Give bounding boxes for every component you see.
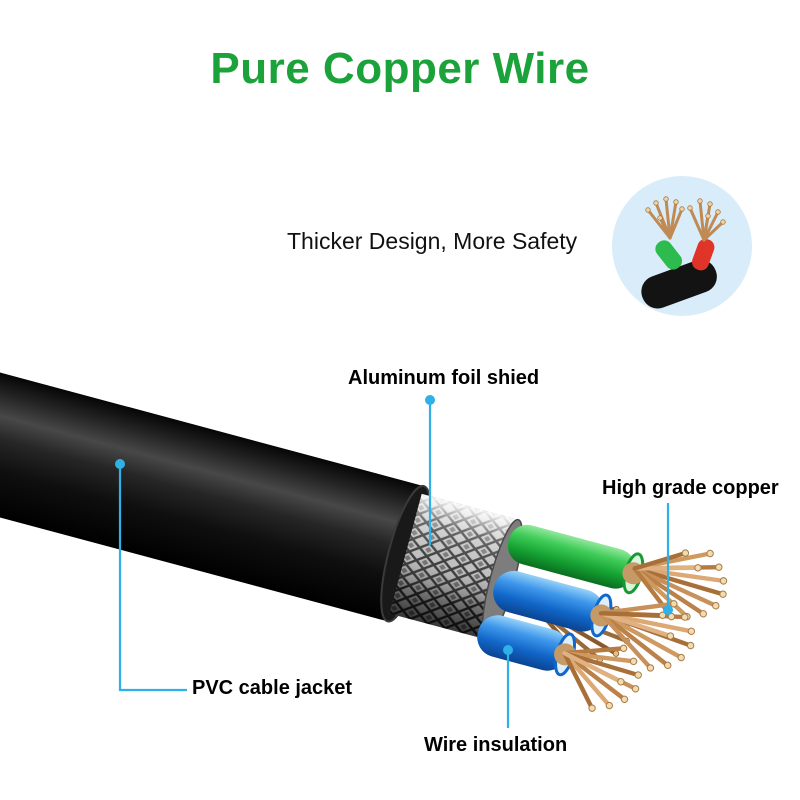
badge-jacket [641, 259, 717, 309]
callout-line-pvc-jacket [115, 459, 187, 692]
badge-green-wire [655, 240, 683, 270]
cable [0, 330, 728, 712]
wire-cross-section-icon [641, 196, 726, 309]
callout-lines [115, 395, 673, 728]
callout-line-aluminum-foil [425, 395, 435, 545]
label-pvc-cable-jacket: PVC cable jacket [192, 677, 353, 699]
wire-sample-badge [612, 176, 752, 316]
label-high-grade-copper: High grade copper [602, 477, 779, 499]
page-title: Pure Copper Wire [210, 44, 590, 93]
badge-red-wire [691, 238, 715, 271]
badge-strand-tips [645, 196, 726, 225]
aluminum-foil-shield [389, 493, 523, 641]
badge-copper-strands [646, 197, 725, 242]
label-wire-insulation: Wire insulation [424, 734, 568, 756]
tagline: Thicker Design, More Safety [287, 228, 578, 254]
label-aluminum-foil-shield: Aluminum foil shied [348, 367, 540, 389]
callout-line-wire-insulation [503, 645, 513, 728]
callout-line-high-grade-copper [663, 503, 673, 615]
copper-strand-tips [588, 549, 728, 712]
copper-strands [562, 550, 726, 711]
pvc-jacket-body [0, 330, 424, 622]
